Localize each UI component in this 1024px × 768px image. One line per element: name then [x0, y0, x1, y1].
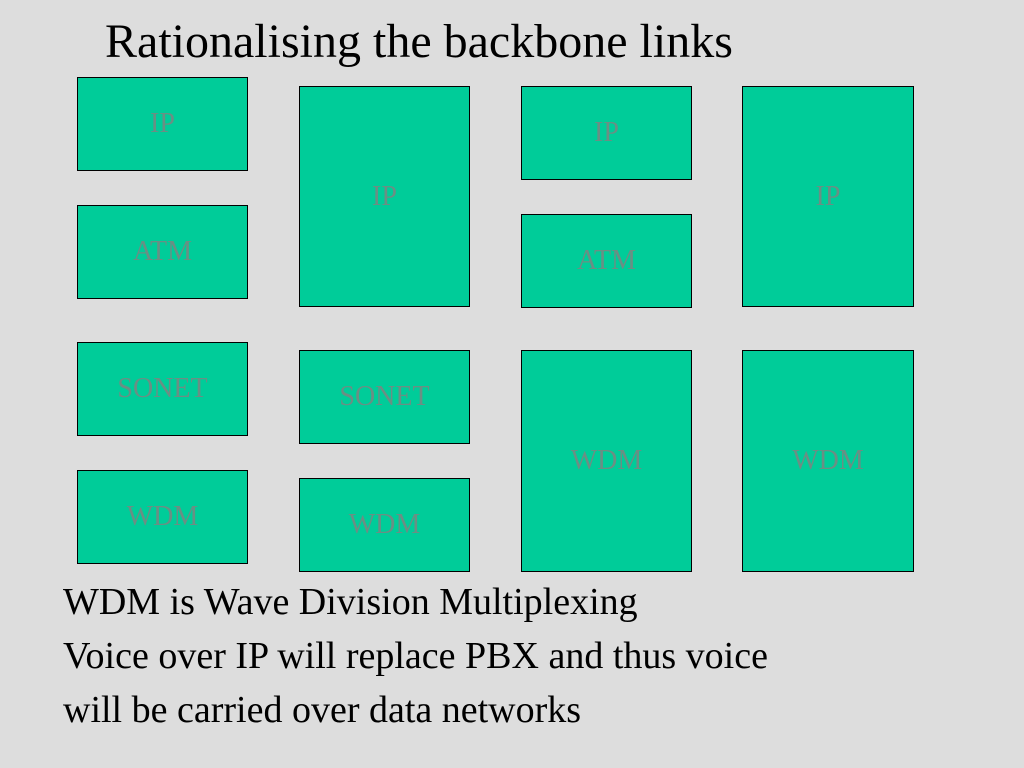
stack-1-ip-block: IP: [77, 77, 248, 171]
notes-line-2: Voice over IP will replace PBX and thus …: [63, 635, 768, 677]
stack-3-atm-block: ATM: [521, 214, 692, 308]
block-label: ATM: [576, 245, 637, 276]
block-label: WDM: [126, 501, 199, 532]
stack-3-wdm-block: WDM: [521, 350, 692, 572]
block-label: SONET: [117, 373, 208, 404]
stack-1-wdm-block: WDM: [77, 470, 248, 564]
block-label: IP: [150, 108, 175, 139]
block-label: WDM: [570, 445, 643, 476]
block-label: ATM: [132, 236, 193, 267]
stack-1-sonet-block: SONET: [77, 342, 248, 436]
stack-4-ip-block: IP: [742, 86, 914, 307]
block-label: IP: [594, 117, 619, 148]
block-label: IP: [372, 181, 397, 212]
stack-1-atm-block: ATM: [77, 205, 248, 299]
block-label: WDM: [348, 509, 421, 540]
stack-4-wdm-block: WDM: [742, 350, 914, 572]
stack-2-sonet-block: SONET: [299, 350, 470, 444]
block-label: SONET: [339, 381, 430, 412]
stack-2-wdm-block: WDM: [299, 478, 470, 572]
block-label: IP: [815, 181, 841, 212]
slide-title: Rationalising the backbone links: [105, 15, 733, 68]
block-label: WDM: [792, 445, 864, 476]
stack-3-ip-block: IP: [521, 86, 692, 180]
stack-2-ip-block: IP: [299, 86, 470, 307]
notes-line-1: WDM is Wave Division Multiplexing: [63, 581, 638, 623]
notes-line-3: will be carried over data networks: [63, 689, 582, 731]
slide-notes: WDM is Wave Division Multiplexing Voice …: [63, 575, 963, 737]
